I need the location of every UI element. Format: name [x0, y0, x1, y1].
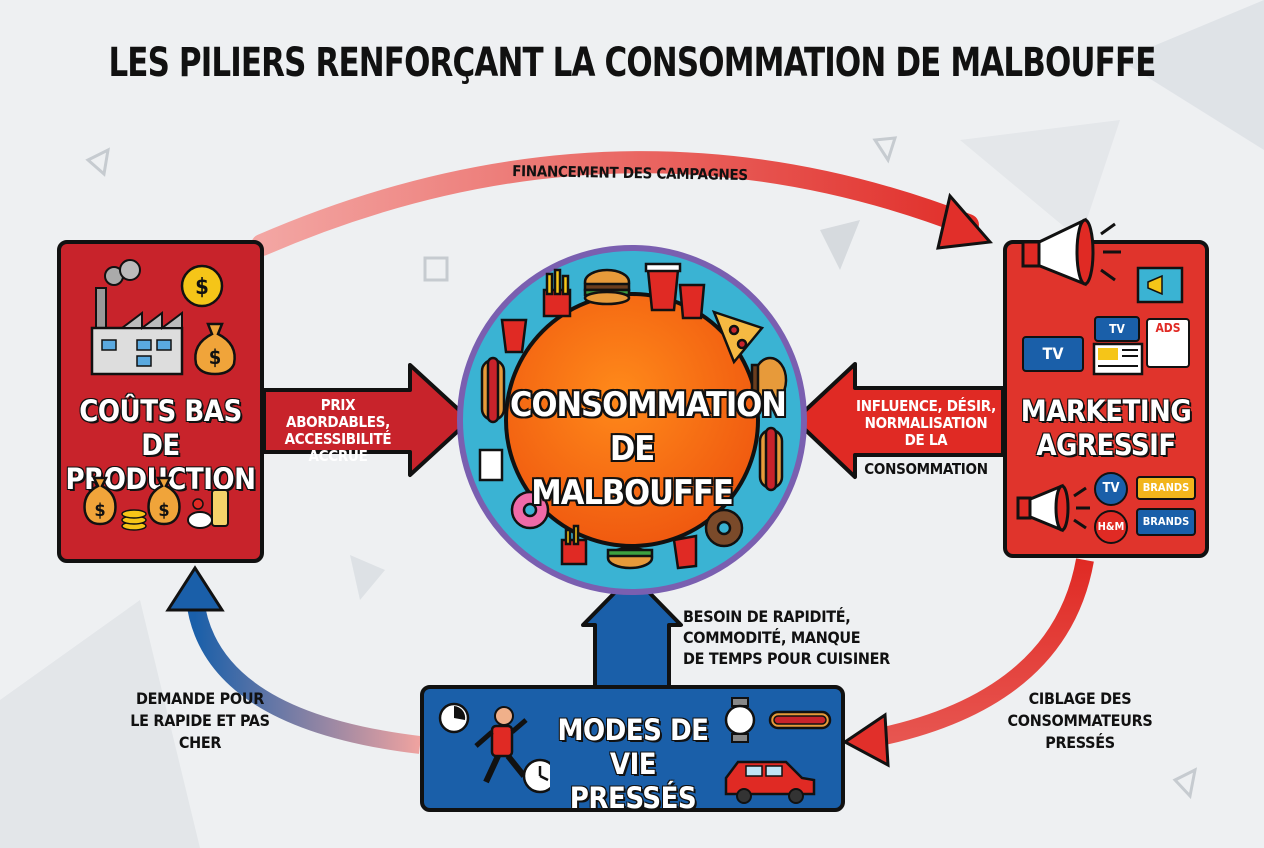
runner-clock-icon [438, 702, 550, 794]
bottom-to-center-label: BESOIN DE RAPIDITÉ, COMMODITÉ, MANQUE DE… [683, 607, 890, 668]
svg-text:$: $ [158, 500, 169, 521]
svg-text:$: $ [195, 275, 209, 300]
right-to-bottom-arc [873, 558, 1094, 747]
pizza-icon [711, 309, 765, 365]
megaphone-small-icon [1016, 483, 1090, 533]
factory-icon [90, 259, 184, 376]
tv-badge: TV [1094, 316, 1140, 342]
left-to-center-arrow [262, 363, 472, 477]
soda-cup-icon [500, 318, 528, 354]
newspaper-icon [1092, 342, 1144, 376]
burger-icon [750, 356, 788, 404]
hm-badge: H&M [1094, 510, 1128, 544]
coin-icon: $ [180, 264, 224, 308]
bottom-to-center-arrow [581, 573, 683, 690]
donut-icon [704, 508, 744, 548]
right-to-center-arrow [793, 362, 1005, 479]
drink-cup-icon [478, 448, 504, 482]
right-to-bottom-arrowhead [842, 712, 890, 768]
svg-text:$: $ [209, 345, 222, 369]
right-to-center-label: INFLUENCE, DÉSIR, NORMALISATION DE LA [856, 397, 996, 449]
bottom-to-left-arrowhead [165, 565, 225, 612]
soda-cup-icon [678, 283, 706, 320]
megaphone-icon [1021, 217, 1121, 287]
soda-cup-icon [644, 262, 682, 312]
bottom-to-left-arc [186, 598, 422, 754]
fries-icon [560, 524, 588, 566]
top-arc-arrow [251, 151, 979, 256]
tv-round-badge: TV [1094, 472, 1128, 506]
center-label: CONSOMMATION DE MALBOUFFE [510, 385, 787, 513]
top-arc-arrowhead [936, 192, 993, 250]
money-bag-icon: $ [194, 322, 236, 376]
soda-cup-icon [672, 534, 698, 570]
hotdog-icon [758, 426, 784, 492]
center-food-circle [457, 245, 807, 595]
ads-badge: ADS [1146, 318, 1190, 368]
brands-badge: BRANDS [1136, 476, 1196, 500]
food-icons [478, 262, 788, 570]
left-to-center-label: PRIX ABORDABLES, ACCESSIBILITÉ ACCRUE [284, 396, 392, 465]
svg-text:$: $ [94, 500, 105, 521]
donut-icon [510, 490, 550, 530]
hurried-lifestyles-label: MODES DE VIE PRESSÉS [557, 713, 710, 815]
tv-badge: TV [1022, 336, 1084, 372]
brands-badge: BRANDS [1136, 508, 1196, 536]
fries-icon [542, 268, 572, 318]
right-to-bottom-label: CIBLAGE DES CONSOMMATEURS PRESSÉS [1007, 689, 1153, 752]
aggressive-marketing-label: MARKETING AGRESSIF [1020, 394, 1192, 462]
bottom-to-left-label: DEMANDE POUR LE RAPIDE ET PAS CHER [130, 689, 270, 752]
watch-hotdog-car-icon [724, 697, 832, 804]
burger-icon [606, 546, 654, 570]
billboard-megaphone-icon [1136, 266, 1184, 304]
money-bags-coins-icon: $ $ [83, 476, 229, 531]
burger-icon [583, 268, 631, 306]
hotdog-icon [480, 356, 506, 424]
right-to-center-label-extra: CONSOMMATION [864, 460, 988, 478]
page-title: LES PILIERS RENFORÇANT LA CONSOMMATION D… [108, 40, 1156, 86]
